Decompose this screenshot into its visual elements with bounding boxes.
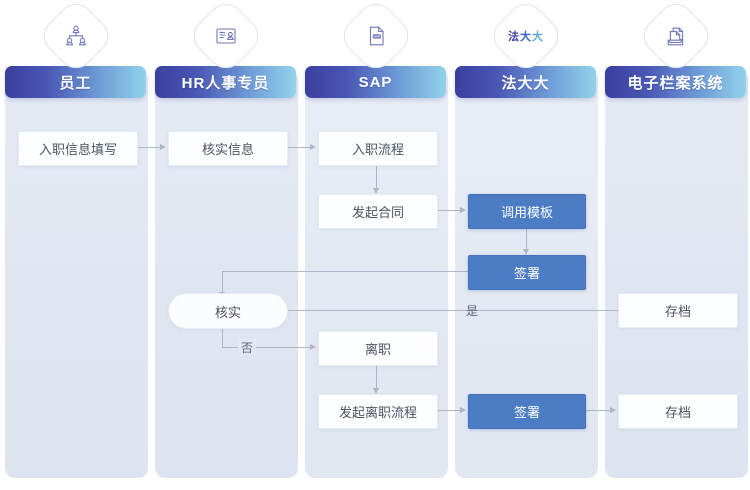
node-initiate-offboarding-process[interactable]: 发起离职流程 — [318, 394, 438, 429]
node-verify-info[interactable]: 核实信息 — [168, 131, 288, 166]
connector-line — [222, 327, 223, 347]
node-invoke-template[interactable]: 调用模板 — [468, 194, 586, 229]
node-label: 存档 — [664, 405, 691, 420]
connector-arrow — [522, 249, 529, 255]
fadada-logo-icon: 法 大 大 — [486, 0, 566, 76]
svg-text:大: 大 — [520, 29, 531, 43]
lane-title: 法大大 — [501, 74, 550, 92]
node-archive-offboarding[interactable]: 存档 — [618, 394, 738, 429]
node-label: 入职流程 — [351, 142, 404, 157]
connector-line — [436, 410, 460, 411]
connector-line — [222, 271, 472, 272]
node-label: 签署 — [513, 405, 540, 420]
lane-header-hr[interactable]: HR人事专员 — [155, 66, 296, 98]
org-chart-people-icon — [36, 0, 116, 76]
connector-line — [586, 410, 610, 411]
lane-header-fadada[interactable]: 法大大 — [455, 66, 596, 98]
edge-label-yes: 是 — [466, 304, 479, 318]
lane-header-employee[interactable]: 员工 — [5, 66, 146, 98]
node-sign-offboarding[interactable]: 签署 — [468, 394, 586, 429]
node-label: 核实信息 — [201, 142, 254, 157]
connector-arrow — [160, 143, 166, 150]
lane-title: SAP — [358, 73, 393, 91]
node-archive-onboarding[interactable]: 存档 — [618, 293, 738, 328]
icon-glyph: 法 大 大 — [498, 8, 554, 64]
node-label: 核实 — [214, 304, 241, 320]
node-label: 发起离职流程 — [338, 405, 417, 420]
connector-arrow — [372, 188, 379, 194]
node-onboarding-process[interactable]: 入职流程 — [318, 131, 438, 166]
connector-line — [222, 347, 310, 348]
icon-glyph — [648, 8, 704, 64]
connector-arrow — [460, 406, 466, 413]
connector-arrow — [372, 388, 379, 394]
node-sign-onboarding[interactable]: 签署 — [468, 255, 586, 290]
lane-title: 员工 — [59, 74, 92, 92]
svg-text:法: 法 — [508, 29, 519, 43]
connector-arrow — [310, 343, 316, 350]
node-label: 签署 — [513, 266, 540, 281]
connector-line — [376, 164, 377, 188]
connector-arrow — [310, 143, 316, 150]
connector-arrow — [460, 206, 466, 213]
connector-line — [286, 310, 621, 311]
node-verify-decision[interactable]: 核实 — [168, 293, 288, 329]
node-label: 入职信息填写 — [38, 142, 117, 157]
icon-glyph — [198, 8, 254, 64]
node-label: 发起合同 — [351, 205, 404, 220]
node-label: 存档 — [664, 304, 691, 319]
svg-text:SAP: SAP — [374, 35, 380, 39]
lane-header-sap[interactable]: SAP — [305, 66, 446, 98]
node-label: 调用模板 — [500, 205, 553, 220]
archive-files-icon — [636, 0, 716, 76]
node-onboarding-info-entry[interactable]: 入职信息填写 — [18, 131, 138, 166]
lane-title: HR人事专员 — [181, 74, 270, 92]
svg-text:大: 大 — [532, 29, 543, 43]
node-offboarding[interactable]: 离职 — [318, 331, 438, 366]
connector-arrow — [610, 406, 616, 413]
connector-line — [526, 227, 527, 249]
icon-glyph: SAP — [348, 8, 404, 64]
connector-line — [436, 210, 460, 211]
sap-document-icon: SAP — [336, 0, 416, 76]
lane-title: 电子栏案系统 — [627, 74, 724, 92]
connector-line — [286, 147, 310, 148]
connector-line — [222, 271, 223, 292]
lane-header-archive[interactable]: 电子栏案系统 — [605, 66, 746, 98]
icon-glyph — [48, 8, 104, 64]
connector-line — [136, 147, 160, 148]
edge-label-no: 否 — [238, 339, 257, 356]
node-initiate-contract[interactable]: 发起合同 — [318, 194, 438, 229]
node-label: 离职 — [364, 342, 391, 357]
id-card-icon — [186, 0, 266, 76]
connector-line — [376, 364, 377, 388]
